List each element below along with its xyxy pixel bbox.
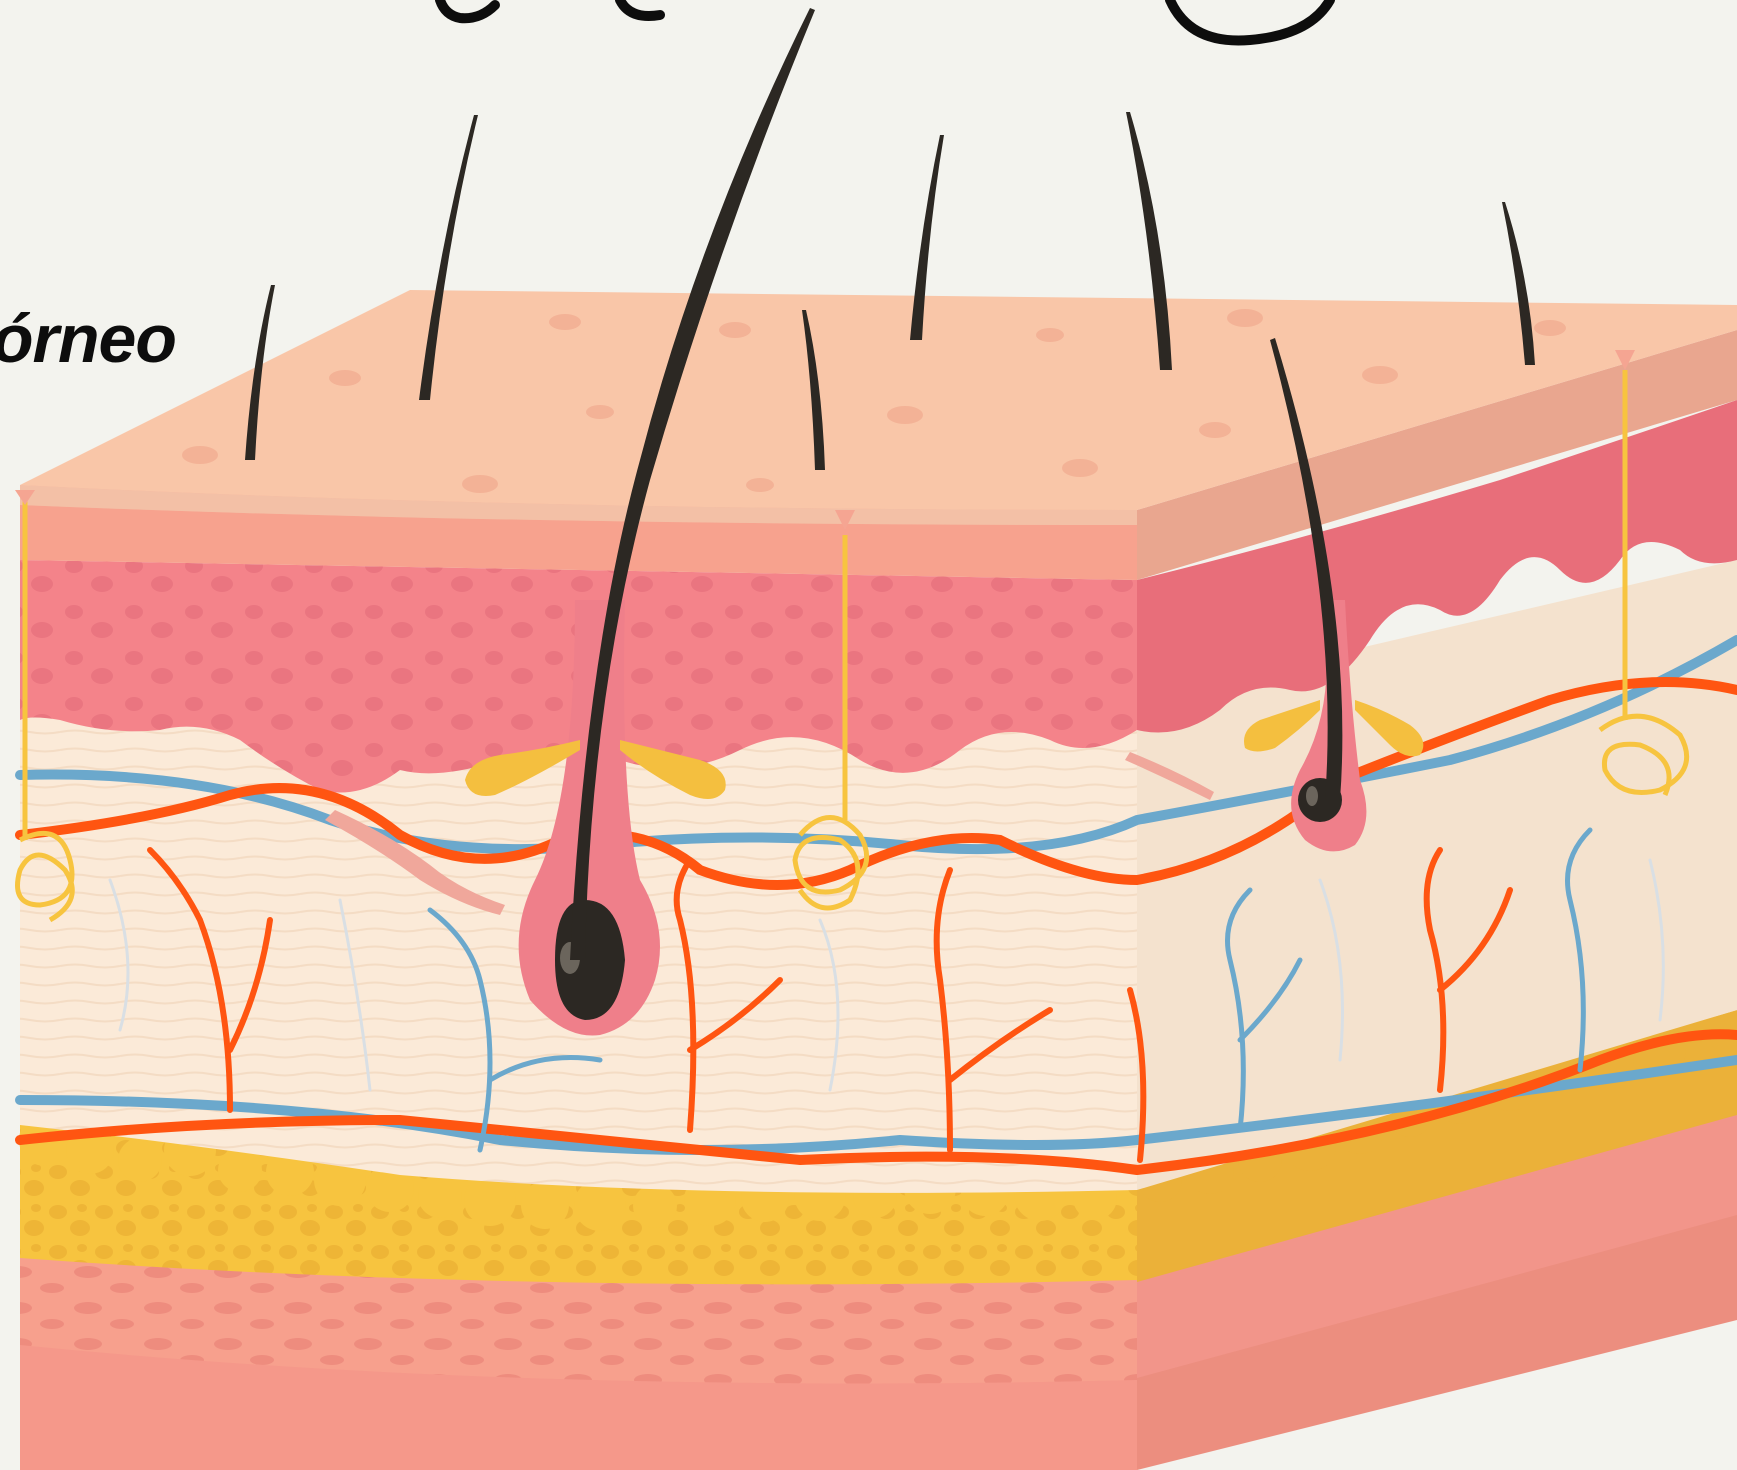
- stratum-corneum-label: órneo: [0, 300, 176, 378]
- cropped-title-strokes: [440, 0, 1330, 41]
- side-face: [1137, 330, 1737, 1470]
